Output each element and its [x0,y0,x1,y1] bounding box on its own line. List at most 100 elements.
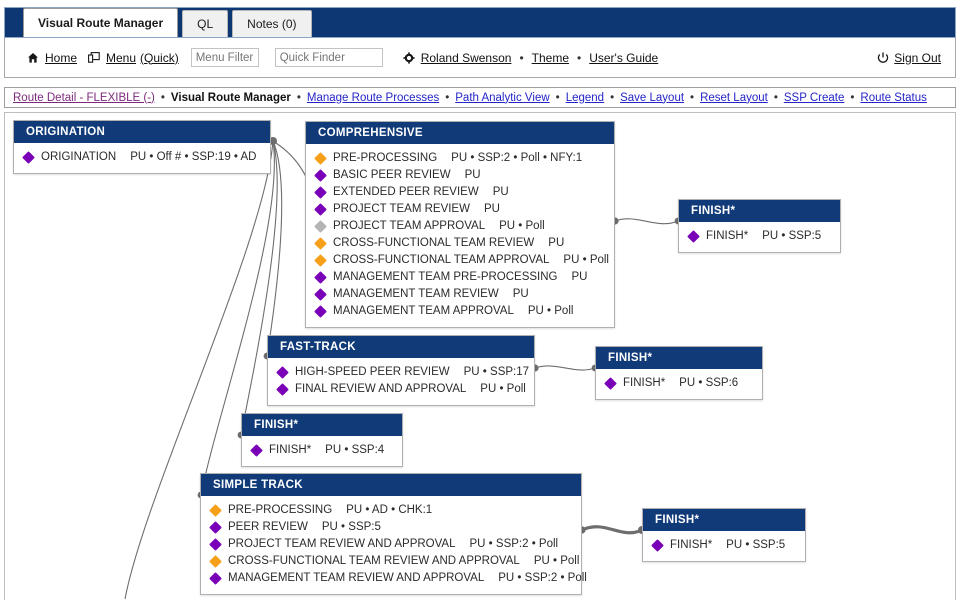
route-step-name: PRE-PROCESSING [228,504,333,516]
diamond-purple-icon [314,186,327,199]
route-step-name: MANAGEMENT TEAM REVIEW AND APPROVAL [228,572,485,584]
menu-filter-input[interactable] [190,48,259,67]
sign-out-link[interactable]: Sign Out [894,50,941,65]
route-step-row[interactable]: FINISH*PU • SSP:6 [604,375,752,392]
home-link[interactable]: Home [45,50,78,65]
route-node-finish-simple-track[interactable]: FINISH* FINISH*PU • SSP:5 [642,508,806,562]
quick-finder-input[interactable] [274,48,383,67]
diamond-orange-icon [314,237,327,250]
route-step-name: CROSS-FUNCTIONAL TEAM APPROVAL [333,254,550,266]
route-step-name: PROJECT TEAM APPROVAL [333,220,486,232]
route-step-meta: PU [492,186,509,198]
edge-fast-track-to-finish-fast-track [534,365,596,371]
route-node-finish-fast-track[interactable]: FINISH*FINISH*PU • SSP:6 [595,346,763,400]
breadcrumb-link[interactable]: Route Status [860,91,927,104]
route-step-meta: PU • SSP:5 [726,539,786,551]
toolbar: Home Menu (Quick) Roland Swenson • Theme… [4,38,956,78]
toolbar-separator: • [519,50,524,65]
breadcrumb-link[interactable]: Reset Layout [700,91,768,104]
tab-ql[interactable]: QL [182,10,229,37]
breadcrumb-current: Visual Route Manager [170,91,291,104]
edge-origination-to-finish-orphan [240,140,278,436]
menu-quick-link[interactable]: (Quick) [140,50,179,65]
edge-origination-to-offscreen [124,140,274,600]
menu-link[interactable]: Menu [106,50,137,65]
route-step-meta: PU [571,271,588,283]
route-node-title: FINISH* [596,347,762,369]
diamond-purple-icon [314,288,327,301]
diamond-purple-icon [209,572,222,585]
diamond-orange-icon [314,152,327,165]
route-step-meta: PU [464,169,481,181]
route-step-name: CROSS-FUNCTIONAL TEAM REVIEW [333,237,535,249]
route-step-meta: PU • Poll [563,254,609,266]
breadcrumb-link[interactable]: Manage Route Processes [306,91,440,104]
users-guide-link[interactable]: User's Guide [589,50,659,65]
tab-notes[interactable]: Notes (0) [232,10,312,37]
route-step-meta: PU • SSP:2 • Poll [469,538,559,550]
breadcrumb-link[interactable]: Route Detail - FLEXIBLE (-) [13,91,155,104]
route-node-title: FINISH* [643,509,805,531]
route-step-meta: PU [548,237,565,249]
breadcrumb-link[interactable]: Legend [565,91,605,104]
power-icon[interactable] [877,51,889,64]
route-step-name: FINISH* [623,377,666,389]
route-step-row[interactable]: PROJECT TEAM REVIEW AND APPROVAL PU • SSP… [209,536,571,553]
route-step-name: FINISH* [269,444,312,456]
route-step-meta: PU [483,203,500,215]
tab-visual-route-manager[interactable]: Visual Route Manager [23,8,179,37]
route-node-finish-comprehensive[interactable]: FINISH*FINISH*PU • SSP:5 [678,199,841,253]
edge-origination-to-simple-track [200,140,275,496]
route-step-row[interactable]: FINISH*PU • SSP:4 [250,442,392,459]
route-step-row[interactable]: CROSS-FUNCTIONAL TEAM APPROVAL PU • Poll [314,252,609,269]
route-node-finish-orphan[interactable]: FINISH*FINISH*PU • SSP:4 [241,413,403,467]
route-step-meta: PU • Poll [533,555,580,567]
breadcrumb: Route Detail - FLEXIBLE (-) • Visual Route… [4,87,956,108]
route-step-meta: PU • SSP:5 [762,230,822,242]
route-step-name: MANAGEMENT TEAM APPROVAL [333,305,514,317]
route-step-row[interactable]: CROSS-FUNCTIONAL TEAM REVIEW PU [314,235,604,252]
route-step-row[interactable]: CROSS-FUNCTIONAL TEAM REVIEW AND APPROVA… [209,553,579,570]
edge-source-marker [269,137,277,145]
user-link[interactable]: Roland Swenson [420,50,512,65]
theme-link[interactable]: Theme [531,50,570,65]
route-step-meta: PU • Off # • SSP:19 • AD [130,151,257,163]
breadcrumb-link[interactable]: Path Analytic View [455,91,550,104]
gear-icon[interactable] [403,51,415,64]
route-step-name: CROSS-FUNCTIONAL TEAM REVIEW AND APPROVA… [228,555,520,567]
route-node-title: FAST-TRACK [268,336,534,358]
breadcrumb-separator: • [610,91,615,104]
breadcrumb-link[interactable]: Save Layout [620,91,685,104]
route-step-row[interactable]: FINISH*PU • SSP:5 [687,228,830,245]
breadcrumb-link[interactable]: SSP Create [783,91,845,104]
route-step-row[interactable]: FINISH*PU • SSP:5 [651,537,795,554]
route-step-name: PROJECT TEAM REVIEW AND APPROVAL [228,538,456,550]
diamond-purple-icon [276,383,289,396]
edge-comprehensive-to-finish-comprehensive [614,218,679,225]
breadcrumb-separator: • [555,91,560,104]
breadcrumb-separator: • [690,91,695,104]
breadcrumb-separator: • [296,91,301,104]
route-step-name: FINAL REVIEW AND APPROVAL [295,383,467,395]
